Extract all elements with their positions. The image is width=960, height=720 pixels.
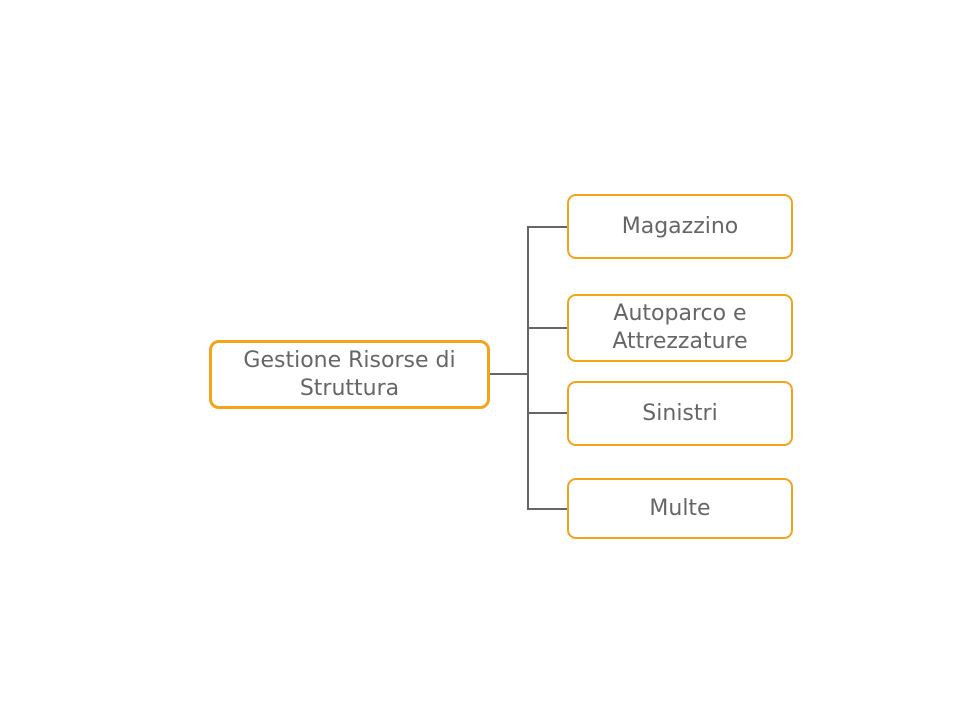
child-node-label: Magazzino [621, 213, 739, 239]
child-node-magazzino: Magazzino [567, 194, 793, 259]
child-node-autoparco: Autoparco e Attrezzature [567, 294, 793, 362]
child-node-sinistri: Sinistri [567, 381, 793, 446]
child-node-label: Autoparco e Attrezzature [612, 301, 748, 354]
root-node: Gestione Risorse di Struttura [209, 340, 490, 409]
child-node-label: Multe [649, 495, 711, 521]
root-node-label: Gestione Risorse di Struttura [243, 347, 456, 401]
child-node-multe: Multe [567, 478, 793, 539]
child-node-label: Sinistri [642, 400, 718, 426]
